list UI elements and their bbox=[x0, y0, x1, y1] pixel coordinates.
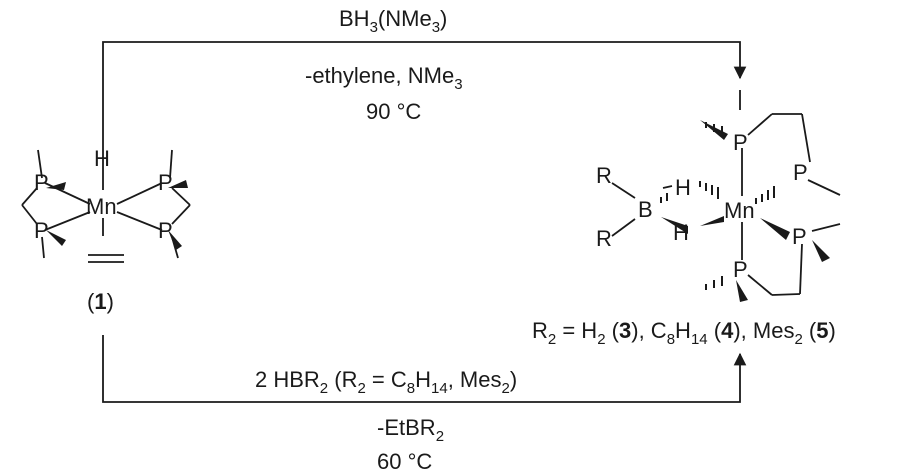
caption-h-sub: 2 bbox=[597, 331, 605, 348]
caption-r: R bbox=[532, 318, 548, 343]
product-structure bbox=[611, 90, 841, 296]
caption-number-3: 3 bbox=[619, 318, 631, 343]
top-reagent-sub3b: 3 bbox=[432, 19, 440, 36]
product-p-atom-3: P bbox=[792, 224, 807, 249]
bottom-byproduct-label: -EtBR2 bbox=[377, 415, 444, 445]
caption-r-sub: 2 bbox=[548, 331, 556, 348]
product-hydride-atom-1: H bbox=[675, 175, 691, 200]
bottom-reagent-d: , Mes bbox=[448, 367, 502, 392]
product-metal-atom: Mn bbox=[724, 198, 755, 223]
product-p-atom-1: P bbox=[733, 130, 748, 155]
product-r-atom-2: R bbox=[596, 226, 612, 251]
reactant-wedges bbox=[46, 180, 188, 250]
top-temperature-label: 90 °C bbox=[366, 99, 421, 124]
reactant-label-open: ( bbox=[87, 289, 95, 314]
caption-h: H bbox=[675, 318, 691, 343]
bottom-reagent-label: 2 HBR2 (R2 = C8H14, Mes2) bbox=[255, 367, 517, 397]
product-r-atom-1: R bbox=[596, 163, 612, 188]
reactant-p-atom-4: P bbox=[158, 218, 173, 243]
product-boron-atom: B bbox=[638, 197, 653, 222]
top-reagent-nme: (NMe bbox=[378, 6, 432, 31]
top-reagent-bh: BH bbox=[339, 6, 370, 31]
top-reagent-close: ) bbox=[440, 6, 447, 31]
reactant-hydride-atom: H bbox=[94, 146, 110, 171]
caption-open-4: ( bbox=[708, 318, 722, 343]
caption-h14-sub: 14 bbox=[691, 331, 708, 348]
reactant-p-atom-2: P bbox=[34, 218, 49, 243]
top-byproducts-main: -ethylene, NMe bbox=[305, 63, 454, 88]
top-reagent-label: BH3(NMe3) bbox=[339, 6, 447, 36]
caption-c: ), C bbox=[631, 318, 667, 343]
caption-number-4: 4 bbox=[721, 318, 734, 343]
bottom-byproduct-sub2: 2 bbox=[436, 428, 444, 445]
product-hydride-atom-2: H bbox=[673, 220, 689, 245]
caption-close: ) bbox=[829, 318, 836, 343]
bottom-reagent-sub2b: 2 bbox=[357, 380, 365, 397]
bottom-reagent-sub8: 8 bbox=[407, 380, 415, 397]
bottom-route-arrow bbox=[102, 335, 747, 403]
bottom-reagent-close: ) bbox=[510, 367, 517, 392]
reactant-label-number: 1 bbox=[94, 289, 106, 314]
bottom-byproduct-main: -EtBR bbox=[377, 415, 436, 440]
bottom-reagent-sub14: 14 bbox=[431, 380, 448, 397]
bottom-reagent-c: = C bbox=[366, 367, 407, 392]
bottom-reagent-sub2: 2 bbox=[320, 380, 328, 397]
top-reagent-sub3: 3 bbox=[370, 19, 378, 36]
top-byproducts-sub3: 3 bbox=[454, 76, 462, 93]
bottom-reagent-b: (R bbox=[328, 367, 357, 392]
bottom-reagent-h: H bbox=[415, 367, 431, 392]
top-route-arrow bbox=[102, 41, 747, 168]
reactant-label-close: ) bbox=[107, 289, 114, 314]
product-hashed-bonds bbox=[660, 122, 775, 290]
caption-mes: ), Mes bbox=[733, 318, 794, 343]
caption-open-5: ( bbox=[803, 318, 817, 343]
product-p-atom-2: P bbox=[793, 160, 808, 185]
reactant-p-atom-1: P bbox=[34, 170, 49, 195]
caption-number-5: 5 bbox=[816, 318, 828, 343]
top-byproducts-label: -ethylene, NMe3 bbox=[305, 63, 463, 93]
bottom-reagent-a: 2 HBR bbox=[255, 367, 320, 392]
reactant-metal-atom: Mn bbox=[86, 194, 117, 219]
reactant-p-atom-3: P bbox=[158, 170, 173, 195]
caption-mes-sub: 2 bbox=[794, 331, 802, 348]
product-wedges bbox=[661, 120, 830, 302]
reactant-label: (1) bbox=[87, 289, 114, 314]
caption-eq: = H bbox=[556, 318, 597, 343]
bottom-temperature-label: 60 °C bbox=[377, 449, 432, 474]
caption-open-3: ( bbox=[606, 318, 620, 343]
product-p-atom-4: P bbox=[733, 257, 748, 282]
bottom-reagent-sub2c: 2 bbox=[502, 380, 510, 397]
product-caption: R2 = H2 (3), C8H14 (4), Mes2 (5) bbox=[532, 318, 836, 348]
caption-c-sub: 8 bbox=[667, 331, 675, 348]
